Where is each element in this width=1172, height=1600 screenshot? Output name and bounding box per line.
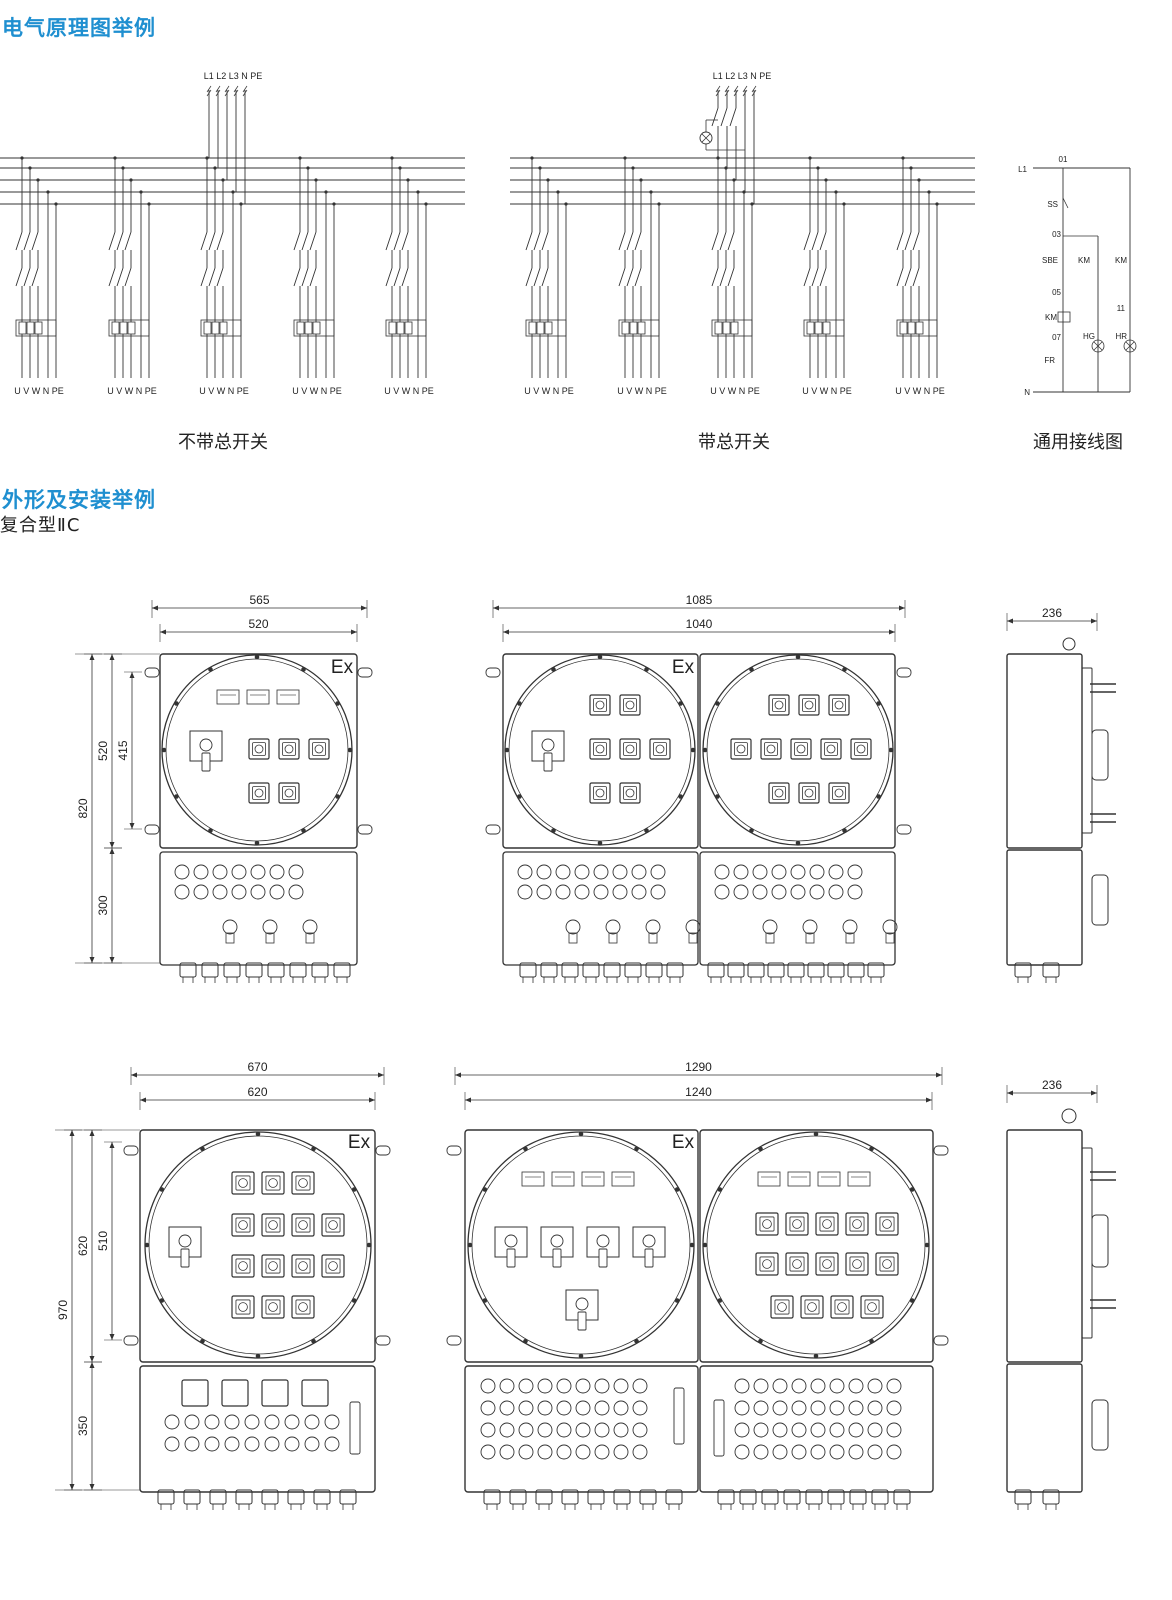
- caption-with-main-switch: 带总开关: [698, 432, 770, 453]
- wiring-label-03: 03: [1052, 230, 1061, 239]
- dim-d1-width-inner: 520: [248, 617, 268, 631]
- wiring-label-ss: SS: [1047, 200, 1058, 209]
- enclosure-drawing-1: 565 520 820 520 415 300 Ex: [75, 593, 373, 983]
- dim-d1-mount-height: 415: [116, 740, 130, 760]
- wiring-label-hg: HG: [1083, 332, 1095, 341]
- output-terminal-labels: U V W N PE: [710, 386, 760, 396]
- section-title-schematic: 电气原理图举例: [2, 16, 156, 40]
- section-subtitle: 复合型ⅡC: [0, 515, 81, 536]
- input-terminal-labels: L1 L2 L3 N PE: [713, 71, 772, 81]
- dim-d4-height-total: 970: [56, 1300, 70, 1320]
- output-terminal-labels: U V W N PE: [107, 386, 157, 396]
- section-title-appearance: 外形及安装举例: [2, 488, 156, 512]
- dim-d3-depth: 236: [1042, 606, 1062, 620]
- enclosure-side-view-2: 236: [1006, 1078, 1116, 1510]
- wiring-label-n: N: [1024, 388, 1030, 397]
- dim-d5-width-inner: 1240: [685, 1085, 712, 1099]
- caption-no-main-switch: 不带总开关: [178, 432, 268, 453]
- enclosure-drawing-3: 670 620 970 620 510 350 Ex: [55, 1060, 391, 1510]
- output-terminal-labels: U V W N PE: [802, 386, 852, 396]
- ex-marking: Ex: [672, 657, 695, 678]
- ex-marking: Ex: [331, 657, 354, 678]
- output-terminal-labels: U V W N PE: [384, 386, 434, 396]
- ex-marking: Ex: [672, 1132, 695, 1153]
- dim-d6-depth: 236: [1042, 1078, 1062, 1092]
- wiring-label-km-c: KM: [1045, 313, 1057, 322]
- ex-marking: Ex: [348, 1132, 371, 1153]
- wiring-label-km-a: KM: [1078, 256, 1090, 265]
- enclosure-side-view-1: 236: [1006, 606, 1116, 983]
- dim-d1-width-outer: 565: [249, 593, 269, 607]
- dim-d2-width-inner: 1040: [686, 617, 713, 631]
- wiring-label-l1: L1: [1018, 165, 1027, 174]
- dim-d2-width-outer: 1085: [686, 593, 713, 607]
- wiring-label-fr: FR: [1044, 356, 1055, 365]
- schematic-with-main-switch: L1 L2 L3 N PE U V W N PE U V W N PE U V W N…: [510, 71, 975, 396]
- dim-d4-height-top: 620: [76, 1236, 90, 1256]
- wiring-label-07: 07: [1052, 333, 1061, 342]
- dim-d1-height-total: 820: [76, 798, 90, 818]
- dim-d1-height-top: 520: [96, 741, 110, 761]
- dim-d4-mount-height: 510: [96, 1231, 110, 1251]
- wiring-label-sbe: SBE: [1042, 256, 1058, 265]
- dim-d1-height-bottom: 300: [96, 895, 110, 915]
- wiring-label-05: 05: [1052, 288, 1061, 297]
- caption-general-wiring: 通用接线图: [1033, 432, 1123, 453]
- output-terminal-labels: U V W N PE: [292, 386, 342, 396]
- wiring-label-01: 01: [1059, 155, 1068, 164]
- dim-d5-width-outer: 1290: [685, 1060, 712, 1074]
- dim-d4-width-outer: 670: [247, 1060, 267, 1074]
- output-terminal-labels: U V W N PE: [524, 386, 574, 396]
- input-terminal-labels: L1 L2 L3 N PE: [204, 71, 263, 81]
- schematic-without-main-switch: L1 L2 L3 N PE U V W N PE U V W N PE U V W N…: [0, 71, 465, 396]
- dim-d4-height-bottom: 350: [76, 1416, 90, 1436]
- wiring-label-km-b: KM: [1115, 256, 1127, 265]
- output-terminal-labels: U V W N PE: [617, 386, 667, 396]
- output-terminal-labels: U V W N PE: [14, 386, 64, 396]
- output-terminal-labels: U V W N PE: [199, 386, 249, 396]
- wiring-label-hr: HR: [1115, 332, 1127, 341]
- wiring-label-11: 11: [1117, 304, 1126, 313]
- dim-d4-width-inner: 620: [247, 1085, 267, 1099]
- output-terminal-labels: U V W N PE: [895, 386, 945, 396]
